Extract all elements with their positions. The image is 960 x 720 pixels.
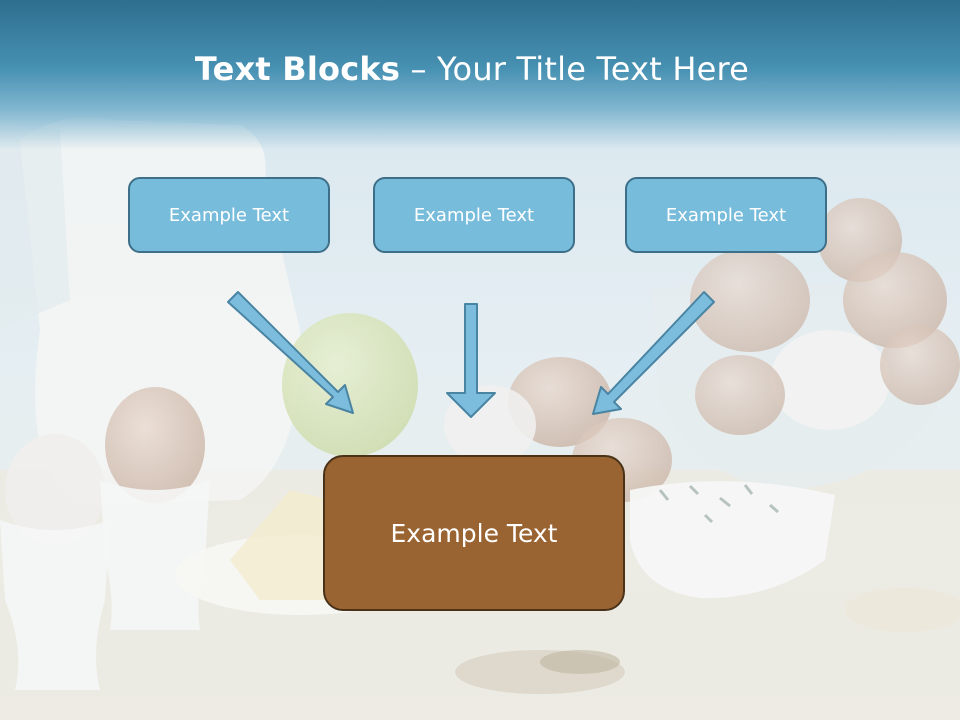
text-block-3-label: Example Text <box>665 204 787 226</box>
text-block-3[interactable]: Example Text <box>625 177 827 253</box>
title-bold: Text Blocks <box>194 50 401 88</box>
title-rest: – Your Title Text Here <box>400 50 750 88</box>
text-block-2[interactable]: Example Text <box>373 177 575 253</box>
slide-title: Text Blocks – Your Title Text Here <box>0 50 944 88</box>
arrow-center <box>446 303 496 418</box>
main-text-block[interactable]: Example Text <box>323 455 625 611</box>
arrow-right <box>592 291 715 415</box>
arrow-left <box>227 291 354 414</box>
text-block-2-label: Example Text <box>413 204 535 226</box>
main-text-block-label: Example Text <box>390 518 558 548</box>
title-banner <box>0 0 960 150</box>
text-block-1-label: Example Text <box>168 204 290 226</box>
text-block-1[interactable]: Example Text <box>128 177 330 253</box>
